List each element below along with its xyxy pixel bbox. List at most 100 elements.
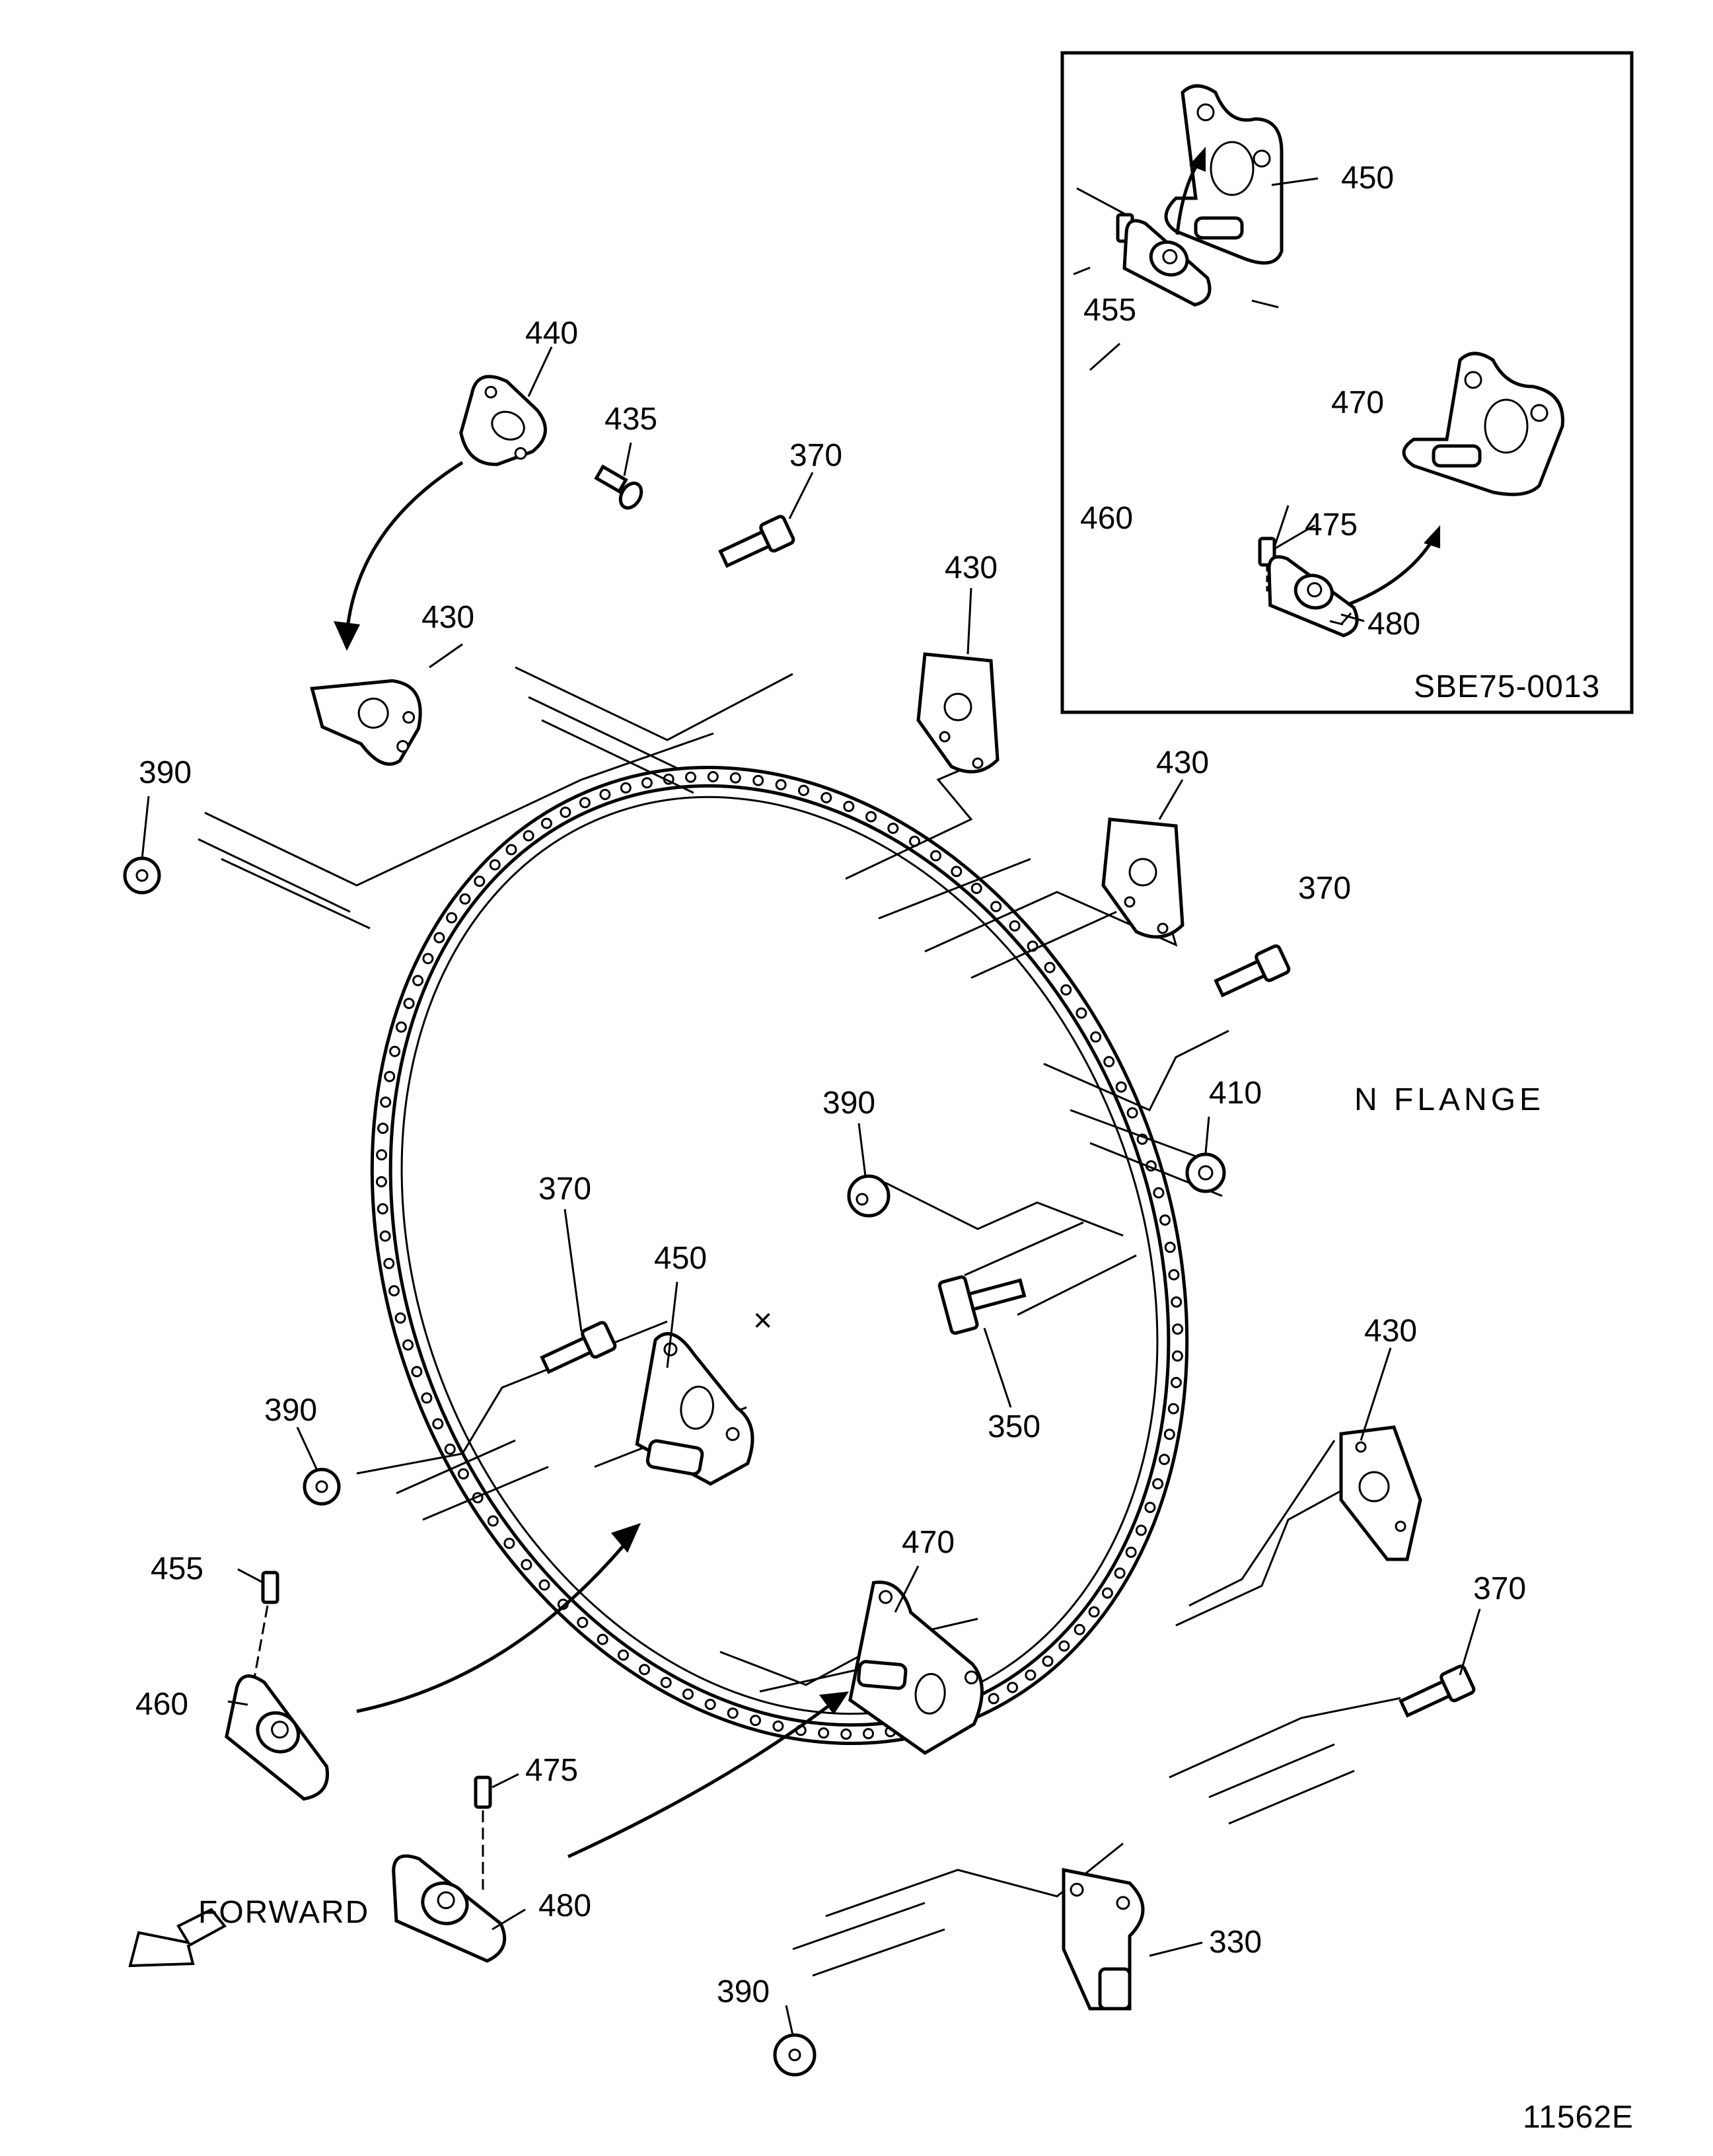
ring-hole — [1170, 1376, 1182, 1388]
ring-hole — [1135, 1524, 1147, 1536]
callout-430-right: 430 — [1364, 1314, 1417, 1349]
ring-hole — [1042, 1655, 1054, 1667]
callout-390-bottom: 390 — [717, 1974, 770, 2009]
ring-hole — [641, 777, 653, 789]
ring-hole — [446, 912, 458, 924]
ring-bolt-holes — [375, 771, 1184, 1740]
ring-hole — [1007, 1682, 1019, 1693]
ring-hole — [1159, 1214, 1171, 1226]
ring-hole — [843, 801, 855, 812]
part-370-bolt-mid — [1214, 944, 1291, 998]
ring-hole — [412, 975, 424, 986]
callout-475: 475 — [525, 1753, 578, 1788]
figure-number: 11562E — [1523, 2100, 1634, 2135]
ring-hole — [970, 883, 982, 894]
ring-hole — [1090, 1031, 1102, 1043]
inset-part-450-bracket — [1164, 84, 1284, 265]
ring-hole — [375, 1176, 387, 1187]
ring-hole — [1167, 1403, 1179, 1415]
ring-hole — [775, 779, 787, 791]
callout-390-lowleft: 390 — [264, 1393, 317, 1428]
ring-hole — [377, 1203, 388, 1214]
ring-hole — [379, 1230, 391, 1242]
ring-hole — [1144, 1501, 1156, 1513]
ring-hole — [685, 771, 696, 783]
ring-hole — [1114, 1567, 1126, 1579]
forward-label: FORWARD — [198, 1895, 369, 1930]
ring-hole — [538, 1579, 550, 1591]
ring-hole — [384, 1070, 396, 1082]
ring-hole — [474, 875, 486, 887]
part-370-bolt-top — [718, 515, 795, 568]
ring-hole — [487, 1515, 499, 1527]
part-390-nut-left — [123, 856, 161, 895]
ring-hole — [376, 1149, 388, 1161]
ring-hole — [540, 817, 552, 829]
ring-hole — [1158, 1454, 1170, 1466]
ring-hole — [394, 1312, 406, 1324]
ring-hole — [930, 850, 941, 862]
ring-hole — [798, 784, 809, 796]
ring-hole — [402, 1339, 414, 1351]
ring-hole — [682, 1688, 694, 1700]
ring-hole — [1126, 1107, 1138, 1119]
ring-hole — [1125, 1546, 1137, 1558]
callout-370-mid: 370 — [1298, 871, 1351, 906]
ring-hole — [599, 788, 611, 800]
callout-440: 440 — [525, 316, 578, 351]
part-330-clevis — [1062, 1867, 1145, 2011]
ring-hole — [750, 1715, 761, 1727]
part-430-bracket-mid — [1101, 817, 1185, 939]
callout-450: 450 — [654, 1241, 707, 1276]
callout-460: 460 — [135, 1687, 188, 1722]
ring-hole — [503, 1538, 515, 1549]
ring-hole — [1074, 1623, 1085, 1635]
inset-callout-455: 455 — [1083, 293, 1136, 328]
ring-hole — [1172, 1323, 1184, 1335]
ring-hole — [620, 782, 632, 794]
ring-hole — [505, 844, 517, 856]
part-455-rivet — [261, 1571, 279, 1604]
callout-leaders — [141, 346, 1481, 2036]
part-430-bracket-left — [310, 679, 422, 766]
ring-hole — [1075, 1007, 1087, 1019]
ring-hole — [1152, 1478, 1164, 1490]
ring-hole — [660, 1676, 672, 1688]
ring-hole — [489, 859, 501, 871]
callout-330: 330 — [1209, 1925, 1262, 1960]
ring-hole — [1088, 1606, 1100, 1617]
ring-hole — [422, 953, 434, 965]
inset-callout-450: 450 — [1341, 161, 1394, 196]
part-440-nutplate — [459, 375, 547, 466]
ring-hole — [1163, 1429, 1175, 1440]
callout-430-topmid: 430 — [945, 550, 998, 585]
inset-callout-480: 480 — [1367, 607, 1420, 642]
ring-hole — [618, 1649, 629, 1661]
ring-hole — [865, 811, 877, 823]
inset-part-460-nutplate — [1122, 219, 1212, 307]
callout-435: 435 — [604, 402, 657, 437]
part-460-nutplate — [225, 1674, 329, 1801]
callout-410: 410 — [1209, 1076, 1262, 1111]
inset-reference-number: SBE75-0013 — [1414, 669, 1600, 704]
ring-hole — [727, 1707, 739, 1719]
ring-hole — [1044, 961, 1056, 973]
ring-hole — [395, 1021, 407, 1033]
inset-callout-475: 475 — [1305, 507, 1358, 542]
callout-455: 455 — [151, 1551, 203, 1586]
callouts: 440 435 370 430 430 430 430 390 390 390 … — [135, 316, 1526, 2009]
ring-hole — [579, 797, 591, 809]
ring-hole — [772, 1720, 784, 1732]
forward-arrow-icon — [128, 1908, 227, 1968]
part-410-nut — [1185, 1152, 1226, 1193]
ring-hole — [1168, 1269, 1180, 1281]
part-390-nut-mid — [847, 1174, 891, 1218]
part-370-bolt-lowright — [1399, 1664, 1476, 1718]
inset-detail: 450 455 460 470 475 480 SBE75-0013 — [1060, 51, 1634, 714]
part-350-tbolt — [937, 1275, 1027, 1335]
projection-lines — [198, 666, 1401, 1977]
ring-hole — [707, 771, 719, 782]
ring-hole — [1025, 1669, 1037, 1681]
inset-part-470-bracket — [1402, 352, 1564, 496]
